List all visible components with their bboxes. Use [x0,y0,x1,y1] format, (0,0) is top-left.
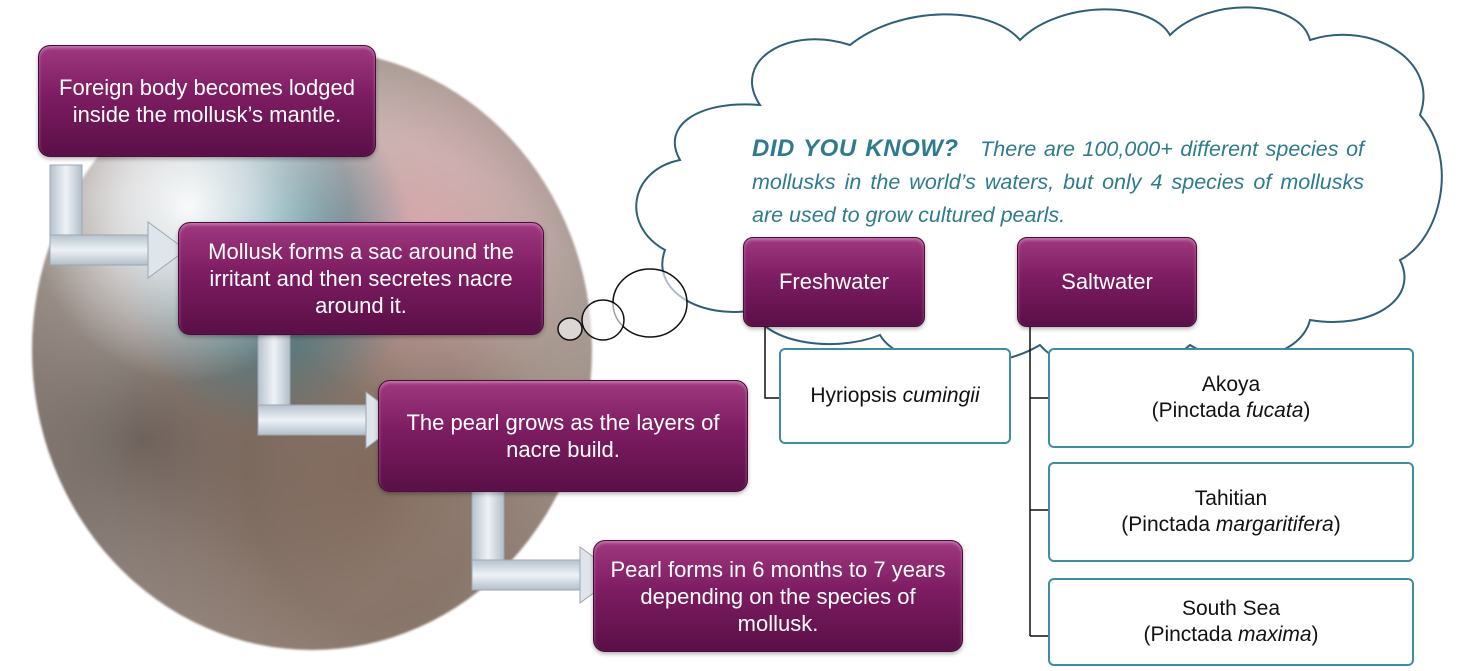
species-box-tahitian: Tahitian (Pinctada margaritifera) [1048,462,1414,562]
callout-heading: DID YOU KNOW? [752,135,959,162]
species-scientific-name: Hyriopsis cumingii [810,384,980,407]
step-arrow-1 [49,164,187,279]
thought-bubble-small [557,317,583,341]
species-scientific-name: (Pinctada margaritifera) [1121,513,1341,536]
species-common-name: Tahitian [1194,487,1268,510]
saltwater-label: Saltwater [1061,269,1153,294]
species-box-south-sea: South Sea (Pinctada maxima) [1048,578,1414,666]
freshwater-header: Freshwater [743,237,925,327]
thought-bubble-medium [581,299,625,341]
species-scientific-name: (Pinctada fucata) [1151,399,1311,422]
step-text-3: The pearl grows as the layers of nacre b… [406,410,720,462]
species-common-name: South Sea [1181,597,1281,620]
freshwater-connector [764,327,780,399]
step-box-4: Pearl forms in 6 months to 7 years depen… [593,540,963,652]
step-box-1: Foreign body becomes lodged inside the m… [38,45,376,157]
saltwater-connector [1029,327,1048,637]
step-text-2: Mollusk forms a sac around the irritant … [208,239,514,318]
step-arrow-2 [257,334,405,449]
step-text-1: Foreign body becomes lodged inside the m… [59,75,355,127]
did-you-know-callout: DID YOU KNOW? There are 100,000+ differe… [752,132,1364,232]
step-text-4: Pearl forms in 6 months to 7 years depen… [610,556,946,636]
thought-bubble-large [612,268,688,338]
step-box-2: Mollusk forms a sac around the irritant … [178,222,544,335]
step-box-3: The pearl grows as the layers of nacre b… [378,380,748,492]
freshwater-label: Freshwater [778,269,890,294]
species-box-hyriopsis: Hyriopsis cumingii [779,348,1011,444]
species-box-akoya: Akoya (Pinctada fucata) [1048,348,1414,448]
saltwater-header: Saltwater [1017,237,1197,327]
callout-text: There are 100,000+ different species of … [752,137,1364,227]
species-common-name: Akoya [1201,373,1261,396]
species-scientific-name: (Pinctada maxima) [1143,623,1319,646]
